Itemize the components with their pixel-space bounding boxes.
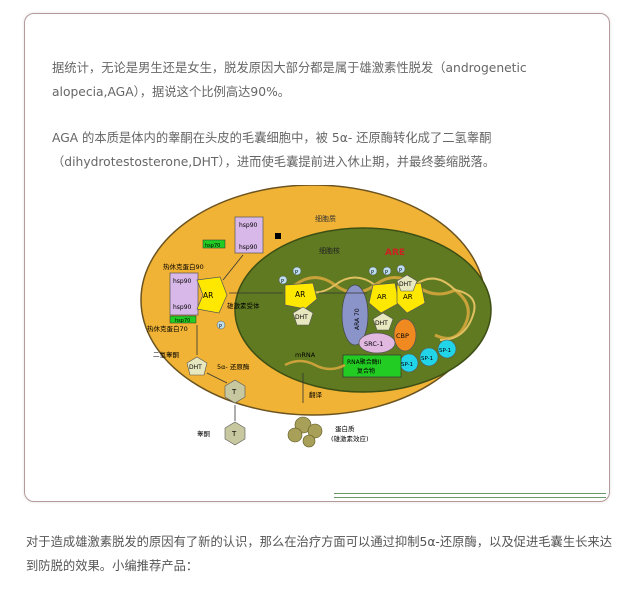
mrna-strand bbox=[284, 359, 346, 371]
label-ar-cyto: AR bbox=[203, 291, 213, 300]
dht-pentagon-dimer-r bbox=[396, 274, 418, 292]
sp1-protein-c bbox=[437, 339, 457, 359]
label-ar-dimer-l: AR bbox=[377, 293, 387, 301]
decorative-line-1 bbox=[334, 493, 606, 494]
dht-pentagon-nuc bbox=[292, 306, 314, 326]
label-protein-2: (雄激素效应) bbox=[331, 434, 369, 443]
phosphate-nuc-a bbox=[278, 275, 288, 285]
arrow-t-dht bbox=[206, 372, 228, 384]
label-hsp90-top-a: hsp90 bbox=[239, 222, 258, 229]
arrow-ar-hsp bbox=[222, 254, 244, 281]
label-ar-nuc: AR bbox=[295, 290, 305, 299]
label-rnapol-1: RNA聚合酶II bbox=[347, 358, 382, 366]
label-reductase: 5α- 还原酶 bbox=[217, 362, 250, 371]
phosphate-dimer-a bbox=[368, 266, 378, 276]
ar-receptor-nucleus bbox=[284, 282, 318, 310]
label-src1: SRC-1 bbox=[364, 340, 383, 348]
ara70-protein bbox=[341, 284, 369, 346]
label-dht-chinese: 二氢睾酮 bbox=[153, 350, 180, 359]
label-hsp70-top: hsp70 bbox=[205, 243, 220, 249]
label-p-cyto: P bbox=[219, 324, 222, 330]
label-cbp: CBP bbox=[396, 332, 409, 340]
hsp90-box-top bbox=[234, 216, 264, 254]
hsp70-box-top bbox=[202, 239, 226, 249]
label-ar-dimer-r: AR bbox=[403, 293, 413, 301]
label-hsp70-chinese: 热休克蛋白70 bbox=[147, 324, 188, 333]
label-hsp90-top-b: hsp90 bbox=[239, 244, 258, 251]
label-hsp90-left-b: hsp90 bbox=[173, 304, 192, 311]
label-sp1-a: SP-1 bbox=[401, 362, 413, 368]
label-dht-dimer-l: DHT bbox=[375, 320, 388, 327]
t-hexagon-mid bbox=[224, 379, 246, 404]
ar-receptor-cytoplasm bbox=[196, 276, 228, 314]
t-hexagon-bottom bbox=[224, 421, 246, 446]
label-rnapol-2: 复合物 bbox=[357, 367, 375, 375]
label-receptor: 雄激素受体 bbox=[227, 301, 260, 310]
label-p-nuc-a: P bbox=[281, 279, 284, 285]
label-p-nuc-b: P bbox=[295, 270, 298, 276]
label-cytoplasm: 细胞质 bbox=[315, 214, 336, 223]
label-t-mid: T bbox=[231, 388, 237, 396]
label-hsp90-left-a: hsp90 bbox=[173, 278, 192, 285]
label-dht-nuc: DHT bbox=[295, 314, 308, 321]
protein-cluster bbox=[287, 416, 323, 448]
label-p-dimer-c: P bbox=[399, 268, 402, 274]
dht-pentagon-dimer-l bbox=[372, 312, 394, 331]
hsp90-box-left bbox=[169, 272, 199, 316]
hsp70-box-left bbox=[169, 315, 197, 324]
label-dht-left: DHT bbox=[189, 364, 202, 371]
label-hsp70-left: hsp70 bbox=[175, 318, 190, 324]
label-hsp-chinese: 热休克蛋白90 bbox=[163, 262, 204, 271]
label-testosterone: 睾酮 bbox=[197, 429, 211, 438]
label-p-dimer-a: P bbox=[371, 270, 374, 276]
androgen-mechanism-diagram: 细胞质 细胞核 ARE hsp90 hsp90 hsp70 hsp90 hsp9… bbox=[140, 185, 492, 448]
phosphate-cyto bbox=[216, 320, 226, 330]
paragraph-treatment: 对于造成雄激素脱发的原因有了新的认识，那么在治疗方面可以通过抑制5α-还原酶，以… bbox=[26, 535, 613, 573]
src1-protein bbox=[358, 332, 396, 354]
label-nucleus: 细胞核 bbox=[319, 246, 340, 255]
decorative-line-2 bbox=[334, 497, 606, 498]
label-ara70: ARA 70 bbox=[354, 308, 361, 330]
phosphate-nuc-b bbox=[292, 266, 302, 276]
dht-pentagon-left bbox=[186, 356, 208, 376]
phosphate-dimer-b bbox=[382, 266, 392, 276]
marker-square bbox=[275, 233, 281, 239]
label-dht-dimer-r: DHT bbox=[399, 281, 412, 288]
phosphate-dimer-c bbox=[396, 264, 406, 274]
ar-dimer-left bbox=[368, 282, 400, 314]
label-protein-1: 蛋白质 bbox=[335, 424, 355, 433]
label-sp1-b: SP-1 bbox=[421, 356, 433, 362]
cbp-protein bbox=[393, 318, 417, 352]
label-p-dimer-b: P bbox=[385, 270, 388, 276]
paragraph-aga-statistics: 据统计，无论是男生还是女生，脱发原因大部分都是属于雄激素性脱发（androgen… bbox=[52, 61, 527, 99]
label-are: ARE bbox=[385, 248, 405, 258]
label-t-bottom: T bbox=[231, 430, 237, 438]
paragraph-aga-mechanism: AGA 的本质是体内的睾酮在头皮的毛囊细胞中，被 5α- 还原酶转化成了二氢睾酮… bbox=[52, 131, 496, 169]
label-translate: 翻译 bbox=[309, 390, 323, 399]
sp1-protein-b bbox=[419, 347, 439, 367]
label-mrna: mRNA bbox=[295, 351, 316, 359]
label-sp1-c: SP-1 bbox=[439, 348, 451, 354]
